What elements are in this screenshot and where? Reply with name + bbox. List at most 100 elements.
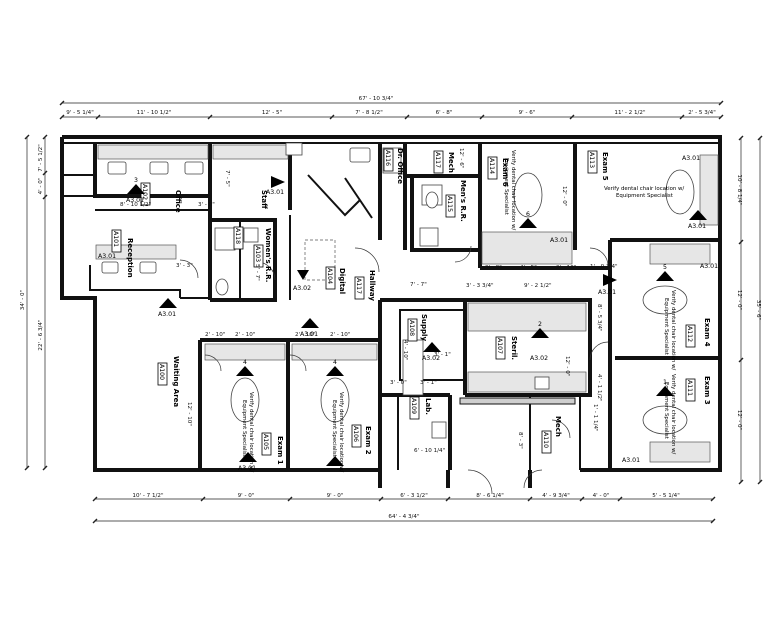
room-tag-office: A102 [141, 184, 148, 200]
dim-misc: 8' - 10 1/2" [120, 202, 152, 208]
marker-num: 5 [663, 264, 667, 271]
marker-ref: A3.01 [682, 155, 700, 162]
furniture [95, 142, 719, 463]
marker-ref: A3.01 [300, 331, 318, 338]
dim-misc: 3' - 3 3/4" [466, 283, 494, 289]
marker-num: 6 [526, 211, 530, 218]
room-tag-supply: A108 [408, 320, 415, 336]
dim-misc: 7' - 5" [224, 170, 230, 187]
marker-num: 3 [134, 177, 138, 184]
marker-ref: A3.01 [622, 457, 640, 464]
dim-misc: 3' - 1" [420, 380, 437, 386]
dim-misc: 3' - 1" [434, 352, 451, 358]
dim-misc: 3' - 0" [198, 202, 215, 208]
room-tag-reception: A101 [112, 231, 119, 247]
dim-misc: 12' - 0" [564, 356, 570, 377]
room-label-exam5: Exam 5 [601, 152, 609, 181]
dim-misc: 4' - 5" [520, 265, 537, 271]
room-label-reception: Reception [126, 238, 134, 278]
room-tag-exam3: A111 [686, 380, 693, 396]
room-label-office: Office [174, 190, 182, 213]
room-label-steril: Steril. [510, 336, 518, 360]
marker-num: 2 [538, 321, 542, 328]
room-tag-exam5: A113 [588, 152, 595, 168]
note-exam3: Verify dental chair location w/ [670, 374, 676, 454]
marker-ref: A3.02 [530, 355, 548, 362]
marker-ref: A3.01 [266, 189, 284, 196]
room-label-staff: Staff [260, 190, 268, 209]
room-tag-digital: A104 [326, 268, 333, 284]
room-label-hallway: Hallway [368, 270, 376, 301]
dim-bottom-7: 4' - 0" [593, 493, 610, 499]
note-exam4-b: Equipment Specialist [663, 298, 669, 355]
dim-misc: 2' - 10" [205, 332, 226, 338]
dim-bottom-2: 9' - 0" [238, 493, 255, 499]
dim-right-b: 12' - 0" [736, 290, 742, 311]
room-tag-exam1: A105 [262, 434, 269, 450]
dim-misc: 12' - 6" [458, 148, 464, 169]
equipment-notes: Verify dental chair location w/ Equipmen… [241, 150, 684, 472]
room-label-exam4: Exam 4 [703, 318, 711, 347]
room-label-droffice: Dr. Office [396, 148, 404, 184]
dim-top-5: 6' - 8" [436, 110, 453, 116]
marker-ref: A3.01 [550, 237, 568, 244]
room-label-mens: Men's R.R. [459, 180, 467, 222]
dim-misc: 2' - 10" [330, 332, 351, 338]
room-tag-steril: A107 [496, 338, 503, 354]
dim-misc: 1' - 1 1/4" [592, 404, 598, 432]
marker-ref: A3.01 [700, 263, 718, 270]
dim-left-overall: 34' - 0" [20, 289, 26, 310]
dim-misc: 7' - 7" [410, 282, 427, 288]
dim-bottom-1: 10' - 7 1/2" [132, 493, 164, 499]
marker-ref: A3.01 [598, 289, 616, 296]
room-tag-exam6: A114 [488, 158, 495, 174]
dim-right-c: 12' - 0" [736, 410, 742, 431]
dim-top-7: 11' - 2 1/2" [614, 110, 646, 116]
dim-misc: 3' - 0" [390, 380, 407, 386]
exterior-walls [60, 135, 722, 488]
room-label-womens: Women's R.R. [264, 228, 272, 282]
note-exam6-b: Equipment Specialist [503, 158, 509, 215]
note-exam4: Verify dental chair location w/ [670, 290, 676, 370]
room-tag-mens: A115 [446, 196, 453, 212]
dim-misc: 12' - 0" [561, 186, 567, 207]
room-label-exam6: Exam 6 [501, 158, 509, 187]
marker-num: 4 [243, 359, 247, 366]
room-label-waiting: Waiting Area [172, 356, 180, 407]
dim-bottom-5: 8' - 6 1/4" [476, 493, 504, 499]
note-exam1: Verify dental chair location w/ [248, 392, 254, 472]
room-tag-mech1: A117 [434, 152, 441, 168]
dim-top-3: 12' - 5" [262, 110, 283, 116]
dim-misc: 2' - 10" [235, 332, 256, 338]
dim-top-1: 9' - 5 1/4" [66, 110, 94, 116]
room-label-exam3: Exam 3 [703, 376, 711, 405]
marker-num: 1 [663, 379, 667, 386]
note-exam1-b: Equipment Specialist [241, 400, 247, 457]
dim-misc: 2' - 8" [485, 265, 502, 271]
room-label-exam2: Exam 2 [364, 426, 372, 455]
note-exam5: Verify dental chair location w/ [604, 186, 684, 192]
room-tag-waiting: A100 [158, 364, 165, 380]
marker-ref: A3.02 [293, 285, 311, 292]
dim-misc: 5' - 7" [254, 264, 260, 281]
dim-misc: 4' - 1 1/2" [596, 374, 602, 402]
dim-top-2: 11' - 10 1/2" [137, 110, 172, 116]
dim-left-a: 7' - 5 1/2" [38, 144, 44, 172]
marker-num: 4 [333, 359, 337, 366]
right-dimensions: 35' - 6" 10' - 8 1/4" 12' - 0" 12' - 0" [736, 135, 763, 485]
dim-right-a: 10' - 8 1/4" [736, 174, 742, 206]
dim-misc: 8' - 5 3/4" [596, 304, 602, 332]
dim-top-8: 2' - 5 3/4" [688, 110, 716, 116]
marker-ref: A3.01 [126, 197, 144, 204]
dim-overall-top: 67' - 10 3/4" [359, 96, 394, 102]
dim-misc: 9' - 2 1/2" [524, 283, 552, 289]
dim-misc: 1' - 0 3/4" [590, 264, 618, 270]
interior-dimensions: 8' - 10 1/2" 3' - 0" 3' - 3" 2' - 10" 2'… [120, 148, 618, 454]
dim-left-c: 22' - 6 3/4" [38, 319, 44, 351]
dim-misc: 4' - 10" [402, 340, 408, 361]
room-labels: Office Reception Waiting Area Staff Wome… [126, 148, 711, 465]
dim-misc: 3' - 3" [176, 263, 193, 269]
room-label-lab: Lab. [424, 398, 432, 415]
dim-misc: 2' - 10" [556, 265, 577, 271]
